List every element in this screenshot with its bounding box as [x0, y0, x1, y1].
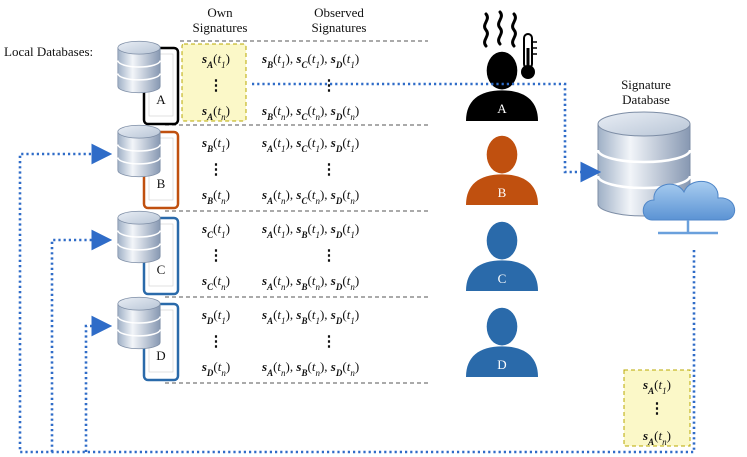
- distribute-arrow-to-c: [50, 229, 113, 452]
- person-c-label: C: [498, 271, 507, 286]
- observed-signatures-a-last: sB(tn), sC(tn), sD(tn): [261, 103, 359, 122]
- observed-signatures-header-line1: Observed: [314, 5, 364, 20]
- local-database-c-icon: [117, 210, 161, 264]
- phone-d-label: D: [156, 348, 165, 363]
- local-database-b-icon: [117, 124, 161, 178]
- vertical-ellipsis: ⋮: [322, 78, 337, 94]
- own-signatures-header-line1: Own: [207, 5, 233, 20]
- own-signature-d-last: sD(tn): [201, 359, 230, 378]
- own-signatures-header-line2: Signatures: [193, 20, 248, 35]
- person-d-label: D: [497, 357, 506, 372]
- signature-database-title-line2: Database: [622, 92, 670, 107]
- observed-signatures-header-line2: Signatures: [312, 20, 367, 35]
- signature-database-title-line1: Signature: [621, 77, 671, 92]
- phone-b-label: B: [157, 176, 166, 191]
- observed-signatures-c-last: sA(tn), sB(tn), sD(tn): [261, 273, 359, 292]
- vertical-ellipsis: ⋮: [322, 248, 337, 264]
- thermometer-icon: [521, 33, 537, 79]
- local-database-a-icon: [117, 40, 161, 94]
- person-a-label: A: [497, 101, 507, 116]
- broadcast-signature-first: sA(t1): [642, 377, 671, 396]
- observed-signatures-d-first: sA(t1), sB(t1), sD(t1): [261, 307, 359, 326]
- vertical-ellipsis: ⋮: [322, 334, 337, 350]
- phone-c-label: C: [157, 262, 166, 277]
- person-b-label: B: [498, 185, 507, 200]
- own-signature-a-first: sA(t1): [201, 51, 230, 70]
- observed-signatures-a-first: sB(t1), sC(t1), sD(t1): [261, 51, 359, 70]
- cloud-icon: [642, 180, 735, 235]
- own-signature-b-last: sB(tn): [201, 187, 230, 206]
- vertical-ellipsis: ⋮: [209, 162, 224, 178]
- observed-signatures-b-first: sA(t1), sC(t1), sD(t1): [261, 135, 359, 154]
- local-database-d-icon: [117, 296, 161, 350]
- distribute-arrow-to-b: [18, 143, 696, 454]
- vertical-ellipsis: ⋮: [209, 334, 224, 350]
- vertical-ellipsis: ⋮: [209, 248, 224, 264]
- vertical-ellipsis: ⋮: [650, 401, 665, 417]
- vertical-ellipsis: ⋮: [322, 162, 337, 178]
- own-signature-b-first: sB(t1): [201, 135, 230, 154]
- own-signature-c-first: sC(t1): [201, 221, 230, 240]
- observed-signatures-d-last: sA(tn), sB(tn), sD(tn): [261, 359, 359, 378]
- phone-a-label: A: [156, 92, 166, 107]
- broadcast-signature-last: sA(tn): [642, 428, 671, 447]
- own-signature-c-last: sC(tn): [201, 273, 230, 292]
- vertical-ellipsis: ⋮: [209, 78, 224, 94]
- observed-signatures-b-last: sA(tn), sC(tn), sD(tn): [261, 187, 359, 206]
- own-signature-a-last: sA(tn): [201, 103, 230, 122]
- own-signatures-highlight-a: [181, 43, 247, 122]
- local-databases-label: Local Databases:: [4, 44, 93, 59]
- fever-heat-waves-icon: [483, 10, 517, 48]
- broadcast-signatures-box: [623, 369, 691, 447]
- upload-arrow-a-to-database: [252, 82, 602, 183]
- own-signature-d-first: sD(t1): [201, 307, 230, 326]
- observed-signatures-c-first: sA(t1), sB(t1), sD(t1): [261, 221, 359, 240]
- distribute-arrow-to-d: [84, 315, 113, 452]
